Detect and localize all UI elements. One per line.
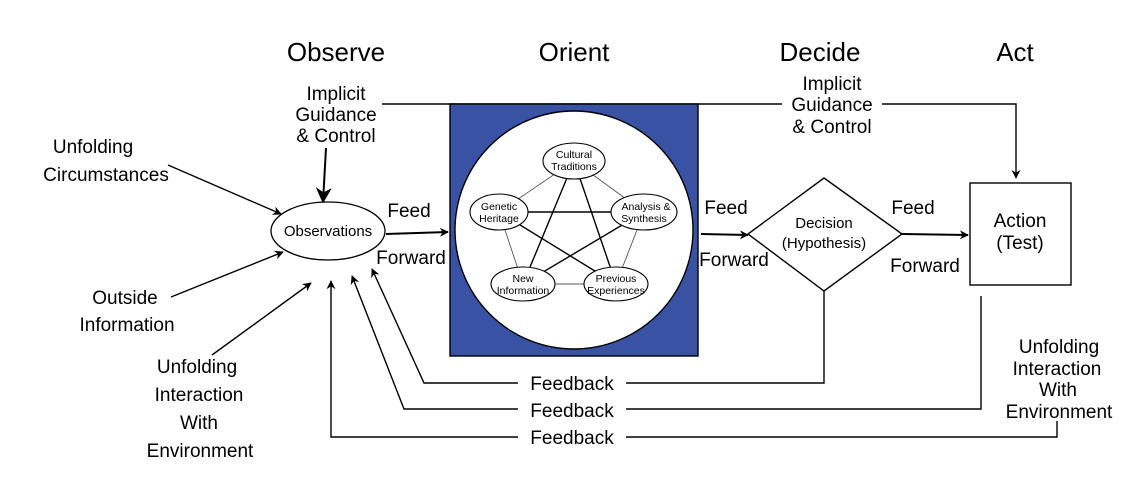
unfolding-circumstances-label: Unfolding Circumstances [43, 137, 169, 186]
forward-label-1: Forward [376, 248, 446, 269]
node-genetic-heritage: Genetic Heritage [469, 193, 529, 231]
node-new-information: New Information [490, 266, 556, 302]
svg-text:With: With [180, 413, 218, 434]
svg-text:& Control: & Control [792, 117, 871, 138]
svg-text:Implicit: Implicit [802, 74, 862, 95]
feedback-line-act [352, 276, 982, 410]
forward-label-2: Forward [699, 250, 769, 271]
outside-information-arrow [170, 250, 284, 298]
action-node [969, 182, 1072, 286]
svg-text:Implicit: Implicit [306, 84, 366, 105]
svg-text:Guidance: Guidance [295, 105, 376, 126]
feedback-line-decide [372, 269, 825, 384]
svg-text:With: With [1039, 380, 1077, 401]
phase-decide: Decide [780, 37, 861, 67]
svg-text:Traditions: Traditions [551, 161, 597, 173]
unfolding-interaction-label-left: Unfolding Interaction With Environment [147, 357, 254, 462]
guidance-to-observations-arrow [315, 147, 332, 204]
node-analysis-synthesis: Analysis & Synthesis [610, 193, 678, 231]
feed-label-3: Feed [891, 198, 934, 219]
feed-forward-arrow-1 [385, 227, 449, 237]
feedback-label-2: Feedback [530, 401, 614, 422]
svg-text:Genetic: Genetic [481, 201, 517, 213]
svg-text:Cultural: Cultural [556, 149, 592, 161]
phase-act: Act [996, 37, 1034, 67]
observe-implicit-guidance-label: Implicit Guidance & Control [295, 84, 376, 147]
phase-orient: Orient [539, 37, 611, 67]
feedback-line-environment [331, 281, 1058, 438]
feedback-label-3: Feedback [530, 428, 614, 449]
feed-forward-arrow-3 [901, 230, 969, 240]
decision-label-line2: (Hypothesis) [782, 235, 866, 252]
svg-text:Experiences: Experiences [587, 285, 645, 297]
svg-text:Unfolding: Unfolding [53, 137, 133, 158]
interaction-arrow-left [211, 282, 312, 356]
decision-label-line1: Decision [795, 215, 853, 232]
observations-label: Observations [284, 223, 372, 240]
observations-node [270, 201, 386, 261]
svg-text:Analysis &: Analysis & [621, 201, 670, 213]
action-label-line2: (Test) [996, 233, 1044, 254]
svg-text:Environment: Environment [147, 441, 254, 462]
svg-text:Heritage: Heritage [479, 213, 519, 225]
svg-text:Interaction: Interaction [155, 385, 244, 406]
feedback-label-1: Feedback [530, 374, 614, 395]
node-previous-experiences: Previous Experiences [583, 266, 649, 302]
svg-text:Guidance: Guidance [791, 95, 872, 116]
feed-forward-arrow-2 [700, 230, 749, 240]
outside-information-label: Outside Information [79, 288, 174, 336]
svg-text:& Control: & Control [296, 126, 375, 147]
circumstances-arrow [167, 164, 282, 215]
phase-observe: Observe [287, 37, 385, 67]
feed-label-2: Feed [704, 198, 747, 219]
feed-label-1: Feed [387, 201, 430, 222]
unfolding-interaction-label-right: Unfolding Interaction With Environment [1006, 337, 1113, 423]
svg-text:Synthesis: Synthesis [621, 213, 667, 225]
svg-text:Unfolding: Unfolding [157, 357, 237, 378]
forward-label-3: Forward [890, 256, 960, 277]
decide-implicit-guidance-label: Implicit Guidance & Control [782, 72, 882, 138]
node-cultural-traditions: Cultural Traditions [542, 142, 606, 180]
svg-text:Information: Information [79, 315, 174, 336]
svg-text:Circumstances: Circumstances [43, 165, 169, 186]
svg-text:Environment: Environment [1006, 402, 1113, 423]
svg-text:Interaction: Interaction [1013, 359, 1102, 380]
svg-text:Previous: Previous [596, 273, 637, 285]
svg-text:Outside: Outside [92, 288, 157, 309]
action-label-line1: Action [994, 211, 1047, 232]
svg-text:Unfolding: Unfolding [1019, 337, 1099, 358]
svg-text:Information: Information [497, 285, 550, 297]
svg-text:New: New [512, 273, 533, 285]
